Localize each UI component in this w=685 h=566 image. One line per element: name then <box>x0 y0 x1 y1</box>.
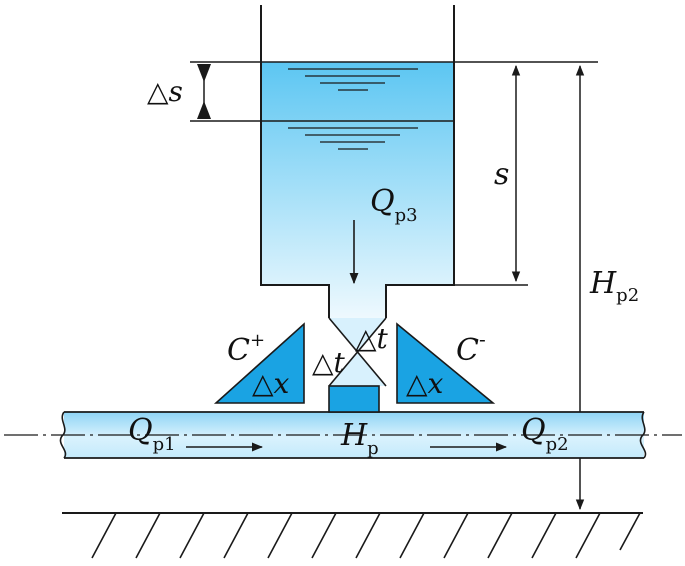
water-surface-symbol-upper <box>288 68 418 91</box>
label-delta-s: △s <box>147 75 183 108</box>
label-c-minus: C- <box>456 327 486 368</box>
label-qp1: Qp1 <box>128 413 176 455</box>
label-c-plus: C+ <box>227 330 265 368</box>
label-s: s <box>494 157 509 192</box>
label-hp: Hp <box>340 418 379 459</box>
ground-hatching <box>91 512 641 559</box>
water-levels <box>261 61 454 150</box>
label-delta-t-right: △t <box>355 322 389 355</box>
label-qp2: Qp2 <box>521 413 569 455</box>
ground <box>62 512 643 559</box>
delta-s-dimension <box>190 61 261 122</box>
pipe-left-end <box>59 411 67 459</box>
pipe-right-end <box>639 411 647 459</box>
c-plus-triangle <box>213 322 305 404</box>
label-delta-t-left: △t <box>312 346 346 379</box>
tank-water <box>261 62 454 318</box>
water-surface-symbol-lower <box>288 127 418 150</box>
label-delta-x-right: △x <box>406 367 444 400</box>
delta-t-lines <box>328 317 387 387</box>
label-hp2: Hp2 <box>589 266 639 306</box>
s-dimension <box>454 61 598 286</box>
c-minus-triangle <box>396 322 496 404</box>
surge-tank-walls <box>260 5 455 318</box>
label-qp3: Qp3 <box>370 184 418 226</box>
label-delta-x-left: △x <box>252 367 290 400</box>
junction-block <box>328 385 380 413</box>
